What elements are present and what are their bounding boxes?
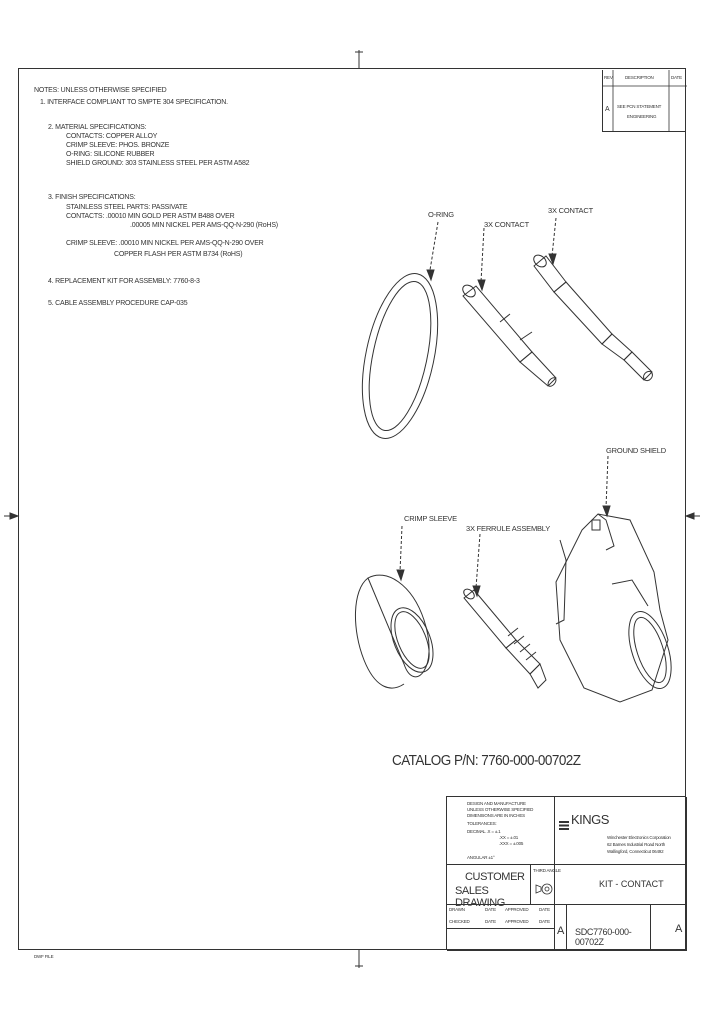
- tolerance-line: TOLERANCES:: [467, 821, 497, 826]
- notes-header: NOTES: UNLESS OTHERWISE SPECIFIED: [34, 87, 167, 94]
- row-label: DATE: [539, 907, 550, 912]
- drawing-number: SDC7760-000-00702Z: [575, 927, 632, 947]
- date-header: DATE: [671, 75, 682, 80]
- row-label: APPROVED: [505, 919, 529, 924]
- label-ground-shield: GROUND SHIELD: [606, 446, 666, 455]
- sheet-rev: A: [675, 923, 683, 935]
- company-line: Winchester Electronics Corporation: [607, 835, 671, 840]
- title-cell: KIT - CONTACT: [555, 865, 687, 905]
- note-2-line: CRIMP SLEEVE: PHOS. BRONZE: [66, 142, 170, 149]
- note-3-line: COPPER FLASH PER ASTM B734 (RoHS): [114, 251, 243, 258]
- row-label: CHECKED: [449, 919, 470, 924]
- tolerance-line: DESIGN AND MANUFACTURE: [467, 801, 526, 806]
- ground-shield-drawing: [555, 455, 672, 703]
- note-3-title: 3. FINISH SPECIFICATIONS:: [48, 194, 136, 201]
- label-contact-b: 3X CONTACT: [548, 206, 593, 215]
- note-4: 4. REPLACEMENT KIT FOR ASSEMBLY: 7760-8-…: [48, 278, 200, 285]
- brand-name: KINGS: [571, 812, 609, 827]
- label-ferrule-assembly: 3X FERRULE ASSEMBLY: [466, 524, 551, 533]
- row-label: APPROVED: [505, 907, 529, 912]
- label-crimp-sleeve: CRIMP SLEEVE: [404, 514, 457, 523]
- note-2-title: 2. MATERIAL SPECIFICATIONS:: [48, 124, 147, 131]
- description-header: DESCRIPTION: [625, 75, 654, 80]
- doc-type-line: CUSTOMER: [465, 871, 525, 883]
- size-value: A: [557, 925, 565, 937]
- bottom-row: [447, 929, 555, 951]
- o-ring-drawing: [361, 221, 439, 439]
- rev-description: SEE PCN STATEMENT: [617, 104, 662, 109]
- kings-logo-icon: [559, 817, 569, 830]
- crimp-sleeve-drawing: [355, 525, 434, 689]
- doc-type-cell: CUSTOMER SALES DRAWING: [447, 865, 531, 909]
- tolerance-line: UNLESS OTHERWISE SPECIFIED: [467, 807, 534, 812]
- tolerance-line: DECIMAL .X = ±.1: [467, 829, 501, 834]
- revision-block: REV DESCRIPTION DATE A SEE PCN STATEMENT…: [602, 70, 687, 132]
- title-block: DESIGN AND MANUFACTURE UNLESS OTHERWISE …: [446, 796, 687, 951]
- note-2-line: O-RING: SILICONE RUBBER: [66, 151, 155, 158]
- row-label: DATE: [485, 919, 496, 924]
- drawn-row: DRAWN DATE APPROVED DATE CHECKED DATE AP…: [447, 905, 555, 929]
- tolerance-line: ANGULAR ±1°: [467, 855, 495, 860]
- note-5: 5. CABLE ASSEMBLY PROCEDURE CAP-035: [48, 300, 188, 307]
- tolerance-line: .XX = ±.01: [499, 835, 519, 840]
- company-line: 62 Barnes Industrial Road North: [607, 842, 666, 847]
- row-label: DATE: [485, 907, 496, 912]
- note-3-line: CRIMP SLEEVE: .00010 MIN NICKEL PER AMS-…: [66, 240, 264, 247]
- rev-header: REV: [604, 75, 613, 80]
- rev-value: A: [605, 106, 610, 113]
- tolerance-cell: DESIGN AND MANUFACTURE UNLESS OTHERWISE …: [447, 797, 555, 865]
- tolerance-line: .XXX = ±.005: [499, 841, 524, 846]
- drawing-frame: [18, 68, 686, 950]
- row-label: DATE: [539, 919, 550, 924]
- contact-b-drawing: [533, 217, 653, 382]
- row-label: DRAWN: [449, 907, 465, 912]
- note-2-line: CONTACTS: COPPER ALLOY: [66, 133, 158, 140]
- tolerance-line: DIMENSIONS ARE IN INCHES: [467, 813, 525, 818]
- drawing-title: KIT - CONTACT: [599, 879, 664, 889]
- rev-cell: A: [651, 905, 687, 951]
- note-3-line: STAINLESS STEEL PARTS: PASSIVATE: [66, 204, 188, 211]
- company-cell: KINGS Winchester Electronics Corporation…: [555, 797, 687, 865]
- doc-type-line: SALES DRAWING: [455, 885, 505, 909]
- catalog-number: CATALOG P/N: 7760-000-00702Z: [392, 752, 581, 769]
- projection-symbol-icon: [535, 881, 553, 902]
- projection-cell: THIRD ANGLE: [531, 865, 561, 905]
- size-cell: A: [555, 905, 567, 951]
- label-o-ring: O-RING: [428, 210, 454, 219]
- note-3-line: CONTACTS: .00010 MIN GOLD PER ASTM B488 …: [66, 213, 235, 220]
- contact-a-drawing: [462, 227, 557, 387]
- drawing-number-cell: SDC7760-000-00702Z: [567, 905, 651, 951]
- label-contact-a: 3X CONTACT: [484, 220, 529, 229]
- company-line: Wallingford, Connecticut 06492: [607, 849, 664, 854]
- footer-label: DWF FILE: [34, 954, 54, 959]
- ferrule-drawing: [463, 533, 547, 689]
- note-3-line: .00005 MIN NICKEL PER AMS-QQ-N-290 (RoHS…: [130, 222, 278, 229]
- rev-date: ENGINEERING: [627, 114, 657, 119]
- note-2-line: SHIELD GROUND: 303 STAINLESS STEEL PER A…: [66, 160, 250, 167]
- note-1: 1. INTERFACE COMPLIANT TO SMPTE 304 SPEC…: [40, 99, 228, 106]
- third-angle-label: THIRD ANGLE: [533, 868, 561, 873]
